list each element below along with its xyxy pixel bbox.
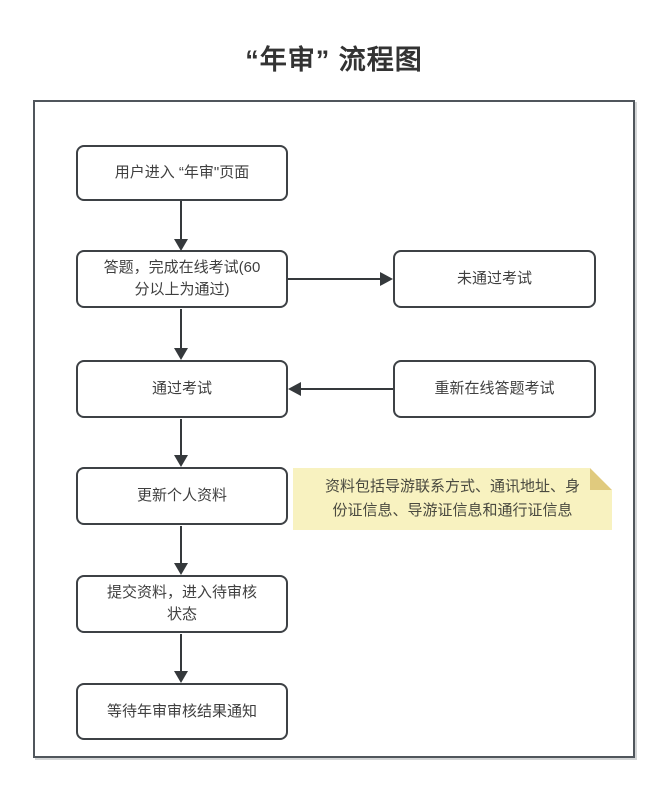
node-label: 重新在线答题考试 <box>434 380 555 397</box>
arrow-left-icon <box>288 382 301 396</box>
flow-node-exam-passed: 通过考试 <box>76 360 288 418</box>
arrow-down-icon <box>174 671 188 683</box>
connector-submit-to-await <box>180 634 182 671</box>
flow-node-online-exam: 答题，完成在线考试(60 分以上为通过) <box>76 250 288 308</box>
arrow-down-icon <box>174 455 188 467</box>
arrow-right-icon <box>380 272 393 286</box>
sticky-note: 资料包括导游联系方式、通讯地址、身 份证信息、导游证信息和通行证信息 <box>293 468 612 530</box>
connector-exam-to-failed <box>288 278 381 280</box>
node-label: 用户进入 “年审"页面 <box>114 164 250 181</box>
page-title: “年审” 流程图 <box>245 45 423 75</box>
connector-exam-to-passed <box>180 309 182 348</box>
arrow-down-icon <box>174 563 188 575</box>
flow-node-submit-materials: 提交资料，进入待审核 状态 <box>76 575 288 633</box>
note-text: 资料包括导游联系方式、通讯地址、身 <box>324 478 580 495</box>
connector-passed-to-update <box>180 419 182 455</box>
node-label: 等待年审审核结果通知 <box>106 702 257 720</box>
node-label: 未通过考试 <box>456 270 532 287</box>
folded-corner-icon <box>590 468 612 490</box>
flow-node-enter-page: 用户进入 “年审"页面 <box>76 145 288 201</box>
node-label: 通过考试 <box>151 380 212 397</box>
connector-retake-to-passed <box>301 388 393 390</box>
diagram-frame <box>33 100 635 758</box>
flow-node-retake-exam: 重新在线答题考试 <box>393 360 596 418</box>
node-label: 更新个人资料 <box>136 487 227 504</box>
node-label: 答题，完成在线考试(60 <box>103 259 261 276</box>
node-label: 分以上为通过) <box>134 281 230 298</box>
flow-node-await-result: 等待年审审核结果通知 <box>76 683 288 740</box>
connector-update-to-submit <box>180 526 182 563</box>
arrow-down-icon <box>174 348 188 360</box>
node-label: 提交资料，进入待审核 <box>106 584 257 601</box>
flow-node-exam-failed: 未通过考试 <box>393 250 596 308</box>
arrow-down-icon <box>174 239 188 251</box>
connector-enter-to-exam <box>180 201 182 239</box>
note-text: 份证信息、导游证信息和通行证信息 <box>332 502 573 519</box>
node-label: 状态 <box>166 606 197 623</box>
flow-node-update-profile: 更新个人资料 <box>76 467 288 525</box>
